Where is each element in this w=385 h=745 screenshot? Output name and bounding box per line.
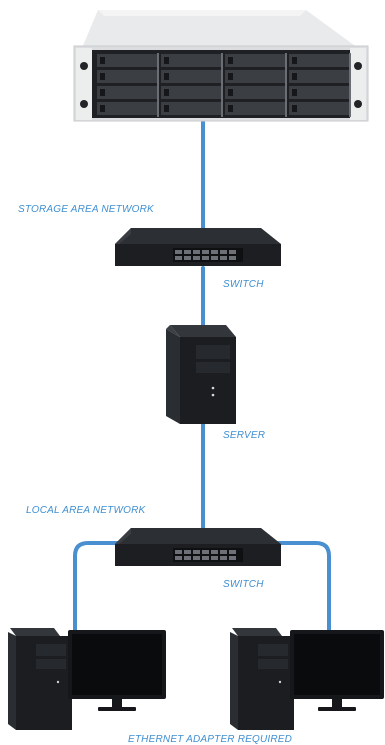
drive-bay-handle [100, 57, 105, 64]
drive-bay-handle [228, 73, 233, 80]
switch-ports [175, 550, 236, 560]
server-label: SERVER [223, 430, 266, 441]
drive-bay-handle [292, 73, 297, 80]
drive-bay [225, 70, 285, 83]
desktop-computer-icon [8, 628, 166, 730]
drive-bay [289, 86, 349, 99]
drive-bay [289, 102, 349, 115]
drive-bay [225, 54, 285, 67]
drive-bay [225, 102, 285, 115]
drive-bay-handle [228, 57, 233, 64]
local-area-network-label: LOCAL AREA NETWORK [26, 505, 146, 516]
switch-label-bottom: SWITCH [223, 579, 264, 590]
drive-bay-handle [164, 73, 169, 80]
cable-switch-to-left-pc [73, 541, 127, 634]
tower-server-icon [166, 325, 236, 424]
cable-switch-to-right-pc [273, 541, 331, 634]
drive-bay [97, 70, 157, 83]
drive-bay-handle [292, 105, 297, 112]
drive-bay [97, 102, 157, 115]
switch-ports [175, 250, 236, 260]
drive-bay-handle [292, 57, 297, 64]
bay-separator [157, 53, 159, 117]
network-switch-icon [115, 228, 281, 266]
desktop-computer-icon [230, 628, 384, 730]
drive-bay [289, 54, 349, 67]
drive-bay [161, 54, 221, 67]
bay-separator [349, 53, 351, 117]
drive-bay [161, 86, 221, 99]
drive-bay [161, 70, 221, 83]
drive-bay [289, 70, 349, 83]
network-switch-icon [115, 528, 281, 566]
footer-label: ETHERNET ADAPTER REQUIRED [128, 734, 293, 745]
cables [73, 116, 331, 634]
drive-bay-handle [100, 73, 105, 80]
drive-bay [97, 54, 157, 67]
drive-bay-handle [228, 105, 233, 112]
storage-area-network-label: STORAGE AREA NETWORK [18, 204, 154, 215]
drive-bay-handle [164, 89, 169, 96]
drive-bay-handle [100, 105, 105, 112]
drive-bay [97, 86, 157, 99]
storage-rack-icon [73, 10, 369, 122]
drive-bay-handle [100, 89, 105, 96]
drive-bay-handle [228, 89, 233, 96]
switch-label-top: SWITCH [223, 279, 264, 290]
bay-separator [285, 53, 287, 117]
drive-bay-handle [164, 57, 169, 64]
drive-bay-handle [292, 89, 297, 96]
drive-bay [161, 102, 221, 115]
drive-bay [225, 86, 285, 99]
drive-bay-handle [164, 105, 169, 112]
bay-separator [221, 53, 223, 117]
